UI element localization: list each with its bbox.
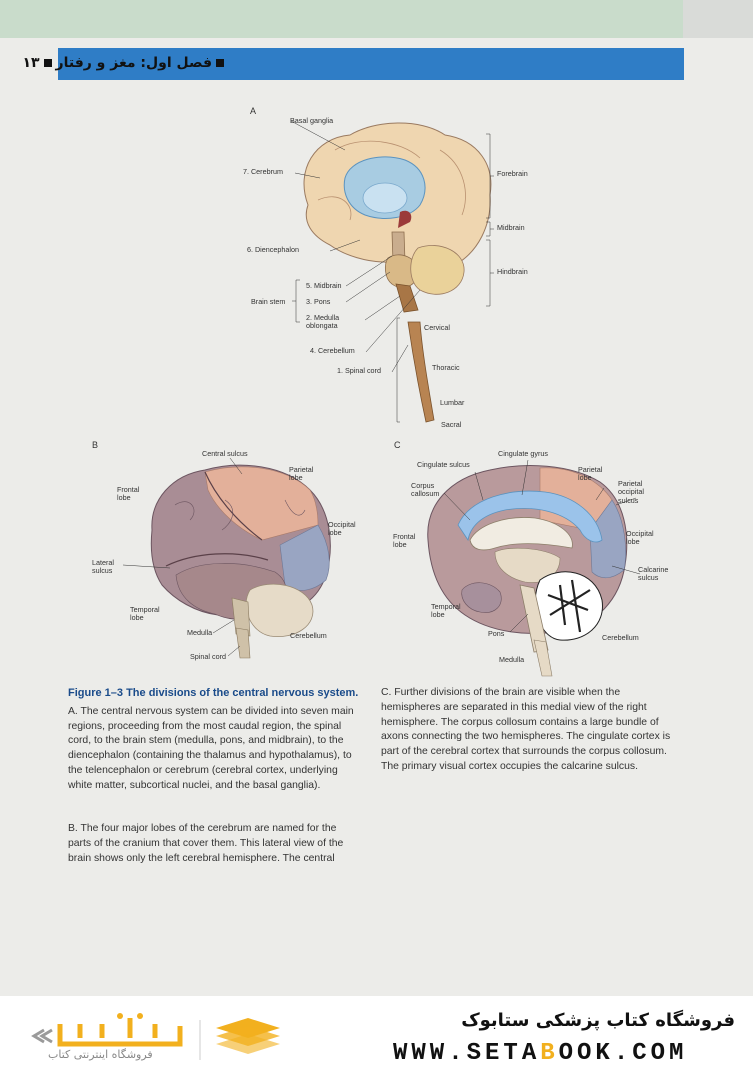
label-cingulate-sulcus: Cingulate sulcus [417,460,470,469]
label-cerebellum-b: Cerebellum [290,631,327,640]
label-parietal-lobe-b: Parietal lobe [289,465,314,483]
label-diencephalon: 6. Diencephalon [247,245,299,254]
logo-tagline: فروشگاه اینترنتی کتاب [48,1048,153,1061]
caption-para-c: C. Further divisions of the brain are vi… [381,687,671,772]
label-pons-c: Pons [488,629,505,638]
label-thoracic: Thoracic [432,363,460,372]
panel-b-illustration [122,457,331,659]
label-lumbar: Lumbar [440,398,465,407]
label-pons: 3. Pons [306,297,331,306]
label-parietal-lobe-c: Parietal lobe [578,465,603,483]
label-spinal-cord-a: 1. Spinal cord [337,366,381,375]
label-cerebellum-c: Cerebellum [602,633,639,642]
square-bullet-icon [216,59,224,67]
caption-right-column: C. Further divisions of the brain are vi… [381,686,675,779]
url-accent-letter: B [540,1040,559,1067]
chapter-heading: فصل اول: مغز و رفتار ۱۳ [22,55,228,71]
caption-para-b: B. The four major lobes of the cerebrum … [68,823,344,864]
label-medulla-b: Medulla [187,628,213,637]
label-cervical: Cervical [424,323,450,332]
url-part-1: WWW.SETA [393,1040,541,1067]
label-medulla-oblongata: 2. Medulla oblongata [306,313,340,331]
label-medulla-c: Medulla [499,655,525,664]
setabook-logo-icon [31,1013,280,1060]
caption-para-b-start: B. The four major lobes of the cerebrum … [68,822,360,866]
panel-c-illustration [427,459,641,677]
label-temporal-lobe-b: Temporal lobe [130,605,160,623]
store-url[interactable]: WWW.SETABOOK.COM [393,1040,687,1067]
label-frontal-lobe-b: Frontal lobe [117,485,140,503]
label-lateral-sulcus-b: Lateral sulcus [92,558,114,576]
label-brain-stem: Brain stem [251,297,286,306]
label-sacral: Sacral [441,420,462,429]
panel-b-letter: B [92,440,99,450]
label-frontal-lobe-c: Frontal lobe [393,532,416,550]
store-name: فروشگاه کتاب پزشکی ستابوک [461,1010,735,1031]
label-cingulate-gyrus: Cingulate gyrus [498,449,548,458]
label-occipital-lobe-b: Occipital lobe [328,520,356,538]
panel-c-letter: C [394,440,401,450]
chapter-title: فصل اول: مغز و رفتار [55,55,212,71]
url-part-2: OOK.COM [558,1040,688,1067]
label-central-sulcus-b: Central sulcus [202,449,248,458]
label-occipital-lobe-c: Occipital lobe [626,529,654,547]
panel-a-letter: A [250,106,257,116]
label-cerebrum: 7. Cerebrum [243,167,283,176]
label-hindbrain: Hindbrain [497,267,528,276]
label-forebrain: Forebrain [497,169,528,178]
store-footer: فروشگاه اینترنتی کتاب فروشگاه کتاب پزشکی… [0,996,753,1080]
top-color-strip [0,0,683,38]
label-temporal-lobe-c: Temporal lobe [431,602,461,620]
label-spinal-cord-b: Spinal cord [190,652,226,661]
figure-title: Figure 1–3 The divisions of the central … [68,687,359,699]
label-corpus-callosum: Corpus callosum [411,481,440,499]
chapter-header-bar: فصل اول: مغز و رفتار ۱۳ [22,48,684,80]
label-midbrain-region: Midbrain [497,223,525,232]
label-parietal-occipital-sulcus: Parietal occipital sulcus [618,479,644,505]
label-basal-ganglia: Basal ganglia [290,116,334,125]
panel-a-illustration [290,120,494,423]
caption-para-a: A. The central nervous system can be div… [68,705,354,791]
label-calcarine-sulcus: Calcarine sulcus [638,565,669,583]
label-cerebellum-a: 4. Cerebellum [310,346,355,355]
square-bullet-icon [43,59,52,67]
label-midbrain: 5. Midbrain [306,281,342,290]
caption-left-column: Figure 1–3 The divisions of the central … [68,686,360,798]
page-number: ۱۳ [22,55,40,71]
